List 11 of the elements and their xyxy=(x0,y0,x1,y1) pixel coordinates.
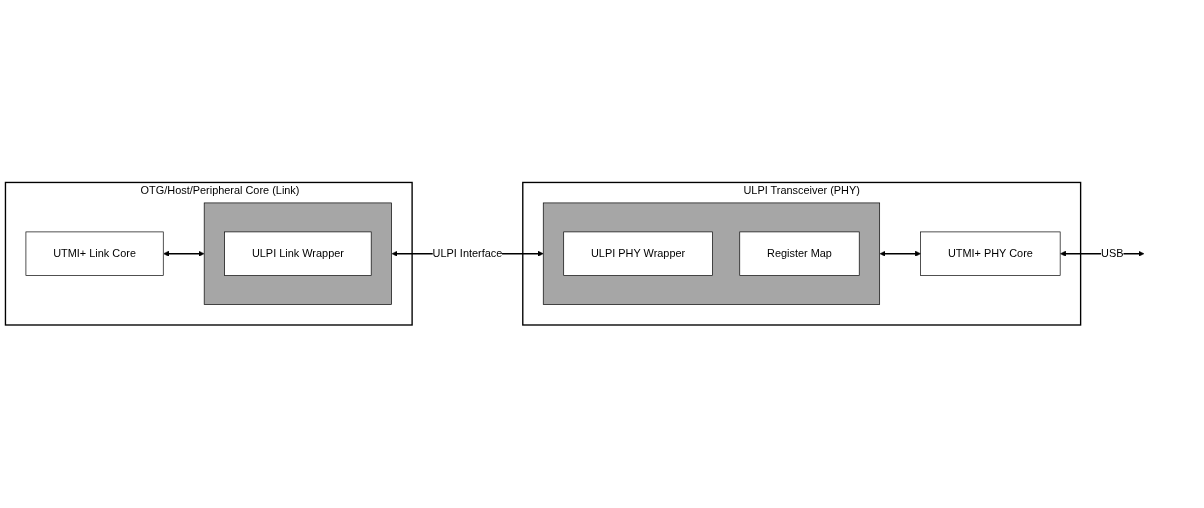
edge-label: ULPI Interface xyxy=(432,247,503,260)
node-box: UTMI+ Link Core xyxy=(25,231,164,277)
node-box: ULPI PHY Wrapper xyxy=(563,231,713,277)
cluster xyxy=(542,202,880,306)
edge-label: USB xyxy=(1101,247,1124,260)
node-box: ULPI Link Wrapper xyxy=(224,231,372,277)
node-box: Register Map xyxy=(739,231,860,277)
arrow xyxy=(879,251,921,257)
cluster xyxy=(203,202,392,306)
node-box: UTMI+ PHY Core xyxy=(920,231,1061,277)
arrow xyxy=(163,251,205,257)
